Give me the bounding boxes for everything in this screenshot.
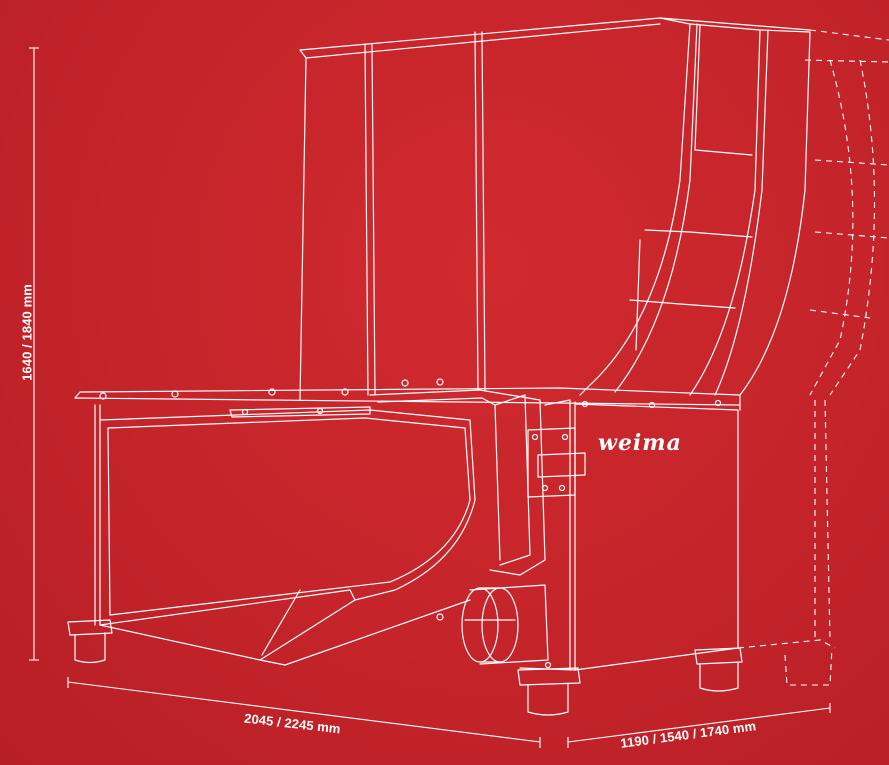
length-dimension-line bbox=[67, 677, 541, 748]
machine-body bbox=[74, 387, 741, 671]
machine-feet bbox=[67, 619, 743, 716]
extended-hopper-dashed bbox=[737, 29, 889, 686]
width-dimension-line bbox=[567, 703, 831, 748]
height-dimension-label: 1640 / 1840 mm bbox=[19, 284, 35, 381]
brand-logo: weima bbox=[598, 430, 682, 456]
feed-hopper bbox=[299, 17, 811, 401]
bolts bbox=[99, 378, 722, 669]
height-dimension-line bbox=[29, 47, 39, 661]
